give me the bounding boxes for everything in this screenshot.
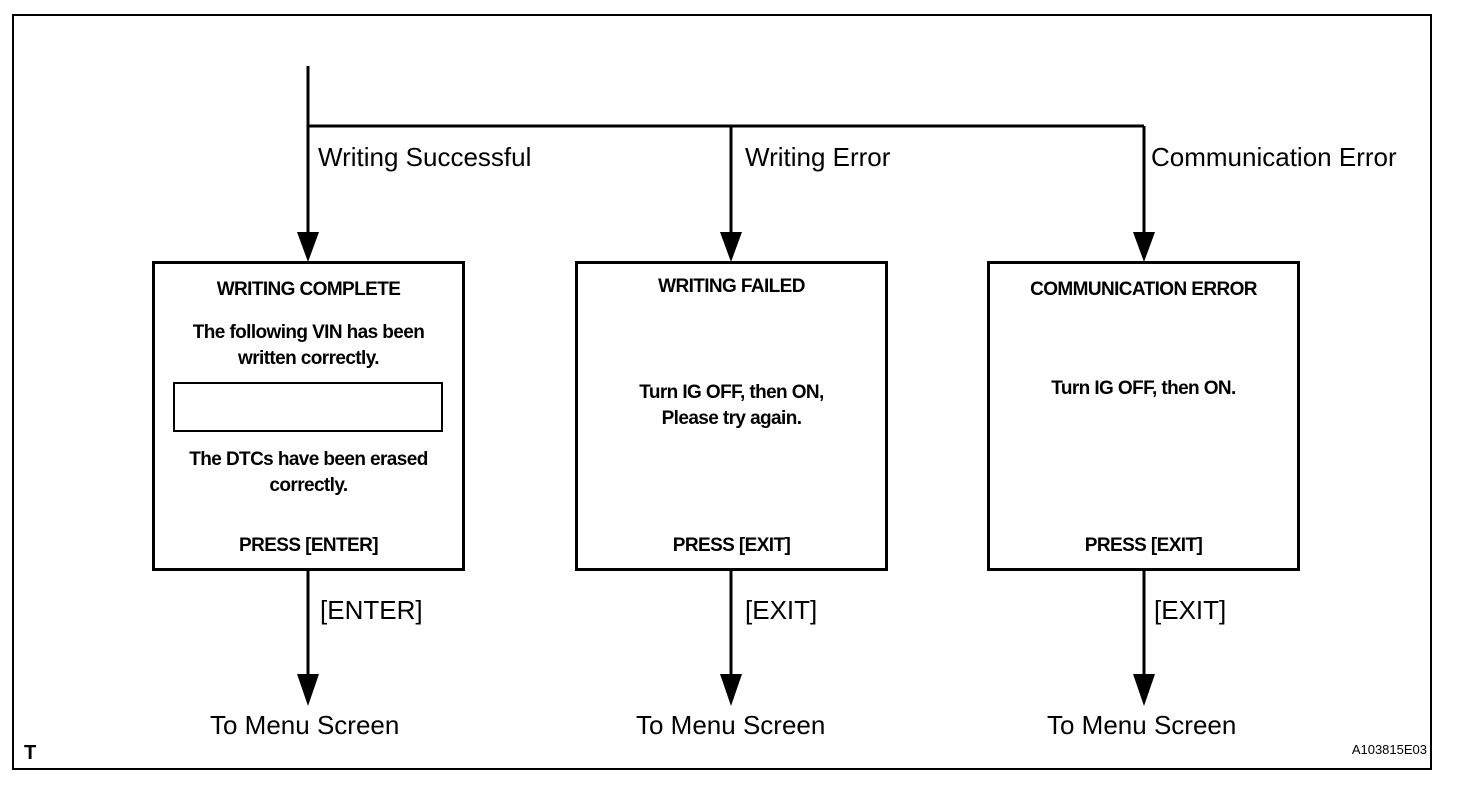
screen-communication-error: COMMUNICATION ERROR Turn IG OFF, then ON… [987,261,1300,571]
screen-title: COMMUNICATION ERROR [1030,279,1257,300]
branch-label-success: Writing Successful [318,142,532,172]
branch-label-comm: Communication Error [1151,142,1397,172]
figure-code: A103815E03 [1351,742,1427,757]
branch-label-error: Writing Error [745,142,891,172]
destination-label: To Menu Screen [1047,710,1237,740]
destination-label: To Menu Screen [210,710,400,740]
screen-title: WRITING FAILED [658,276,805,297]
screen-message: Turn IG OFF, then ON, [639,382,824,403]
screen-message: The following VIN has been [192,322,425,343]
screen-message: Turn IG OFF, then ON. [1051,378,1236,399]
arrowhead-exit-1 [720,674,742,706]
arrowhead-exit-2 [1133,674,1155,706]
screen-message: written correctly. [238,348,380,369]
screen-prompt: PRESS [EXIT] [1084,535,1203,556]
arrowhead-error [720,232,742,262]
screen-writing-complete: WRITING COMPLETE The following VIN has b… [152,261,465,571]
vin-field [173,382,443,432]
arrowhead-comm [1133,232,1155,262]
screen-message: Please try again. [661,408,802,429]
screen-message: correctly. [269,475,348,496]
screen-writing-failed: WRITING FAILED Turn IG OFF, then ON, Ple… [575,261,888,571]
screen-prompt: PRESS [EXIT] [672,535,791,556]
destination-label: To Menu Screen [636,710,826,740]
screen-prompt: PRESS [ENTER] [239,535,379,556]
corner-letter: T [24,742,37,764]
action-label-exit: [EXIT] [745,595,818,625]
arrowhead-enter [297,674,319,706]
screen-title: WRITING COMPLETE [216,279,401,300]
action-label-exit: [EXIT] [1154,595,1227,625]
screen-message: The DTCs have been erased [189,449,428,470]
arrowhead-success [297,232,319,262]
action-label-enter: [ENTER] [320,595,423,625]
diagram-frame [12,14,1432,770]
